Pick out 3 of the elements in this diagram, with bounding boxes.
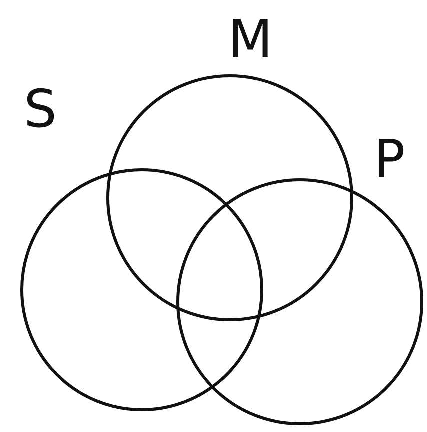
set-label: P (374, 134, 406, 186)
set-label: S (24, 84, 58, 136)
set-label: M (228, 14, 273, 66)
